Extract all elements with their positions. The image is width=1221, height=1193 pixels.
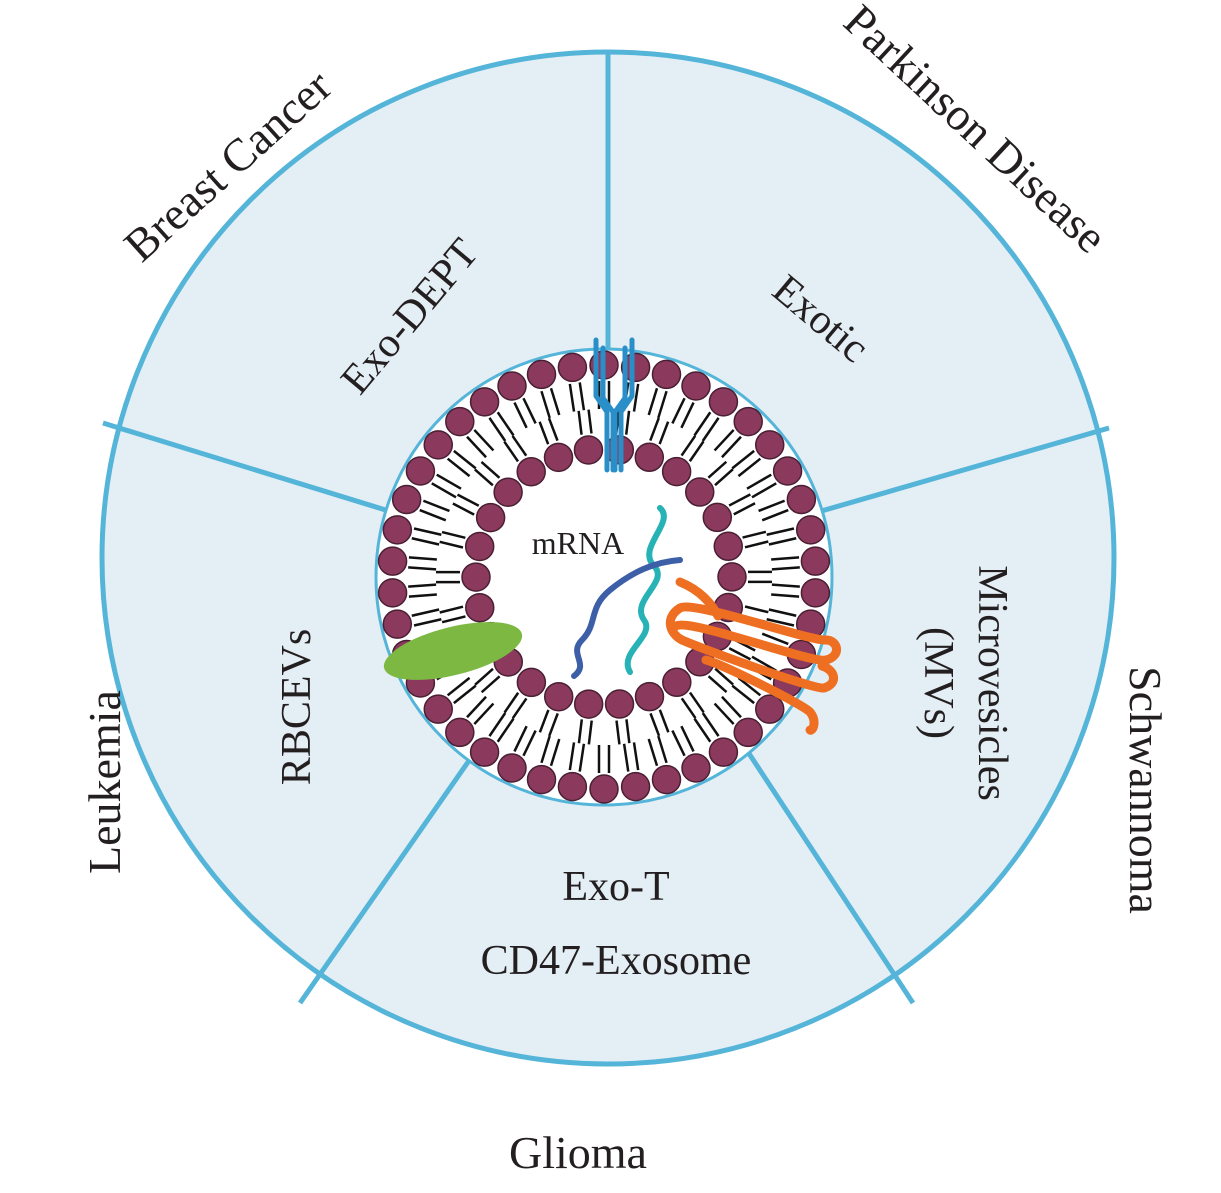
inner-lipid-head-15 (517, 668, 545, 696)
exosome-vesicle (376, 349, 832, 805)
outer-lipid-head-16 (734, 718, 762, 746)
disease-label-leukemia: Leukemia (79, 690, 130, 874)
outer-lipid-head-3 (682, 372, 710, 400)
outer-lipid-head-9 (797, 516, 825, 544)
outer-lipid-head-4 (709, 388, 737, 416)
vehicle-label-cd47-exosome: CD47-Exosome (481, 938, 752, 984)
outer-lipid-head-6 (756, 431, 784, 459)
outer-lipid-head-31 (379, 579, 407, 607)
outer-lipid-head-20 (622, 773, 650, 801)
outer-lipid-head-21 (590, 775, 618, 803)
vehicle-label-exo-t: Exo-T (562, 864, 669, 910)
outer-lipid-head-35 (406, 457, 434, 485)
inner-lipid-head-2 (663, 458, 691, 486)
inner-lipid-head-23 (517, 458, 545, 486)
outer-lipid-head-5 (734, 408, 762, 436)
outer-lipid-head-40 (528, 360, 556, 388)
inner-lipid-head-19 (462, 563, 490, 591)
outer-lipid-head-27 (424, 695, 452, 723)
outer-lipid-head-17 (709, 738, 737, 766)
disease-label-schwannoma: Schwannoma (1120, 666, 1171, 914)
inner-lipid-head-13 (575, 690, 603, 718)
outer-lipid-head-10 (801, 547, 829, 575)
vesicle-interior (376, 349, 832, 805)
outer-lipid-head-26 (446, 718, 474, 746)
outer-lipid-head-2 (652, 360, 680, 388)
inner-lipid-head-20 (466, 532, 494, 560)
vehicle-label-microvesicles-line2: (MVs) (915, 627, 961, 739)
outer-lipid-head-41 (558, 353, 586, 381)
inner-lipid-head-14 (545, 683, 573, 711)
inner-lipid-head-11 (635, 683, 663, 711)
inner-lipid-head-4 (703, 503, 731, 531)
outer-lipid-head-34 (393, 486, 421, 514)
outer-lipid-head-33 (383, 516, 411, 544)
vehicle-label-microvesicles-line1: Microvesicles (969, 565, 1015, 801)
outer-lipid-head-11 (801, 579, 829, 607)
inner-lipid-head-12 (606, 690, 634, 718)
outer-lipid-head-24 (498, 754, 526, 782)
outer-lipid-head-36 (424, 431, 452, 459)
outer-lipid-head-8 (787, 486, 815, 514)
outer-lipid-head-32 (379, 547, 407, 575)
inner-lipid-head-18 (466, 594, 494, 622)
outer-lipid-head-38 (471, 388, 499, 416)
outer-lipid-head-7 (774, 457, 802, 485)
outer-lipid-head-22 (558, 773, 586, 801)
outer-lipid-head-18 (682, 754, 710, 782)
outer-lipid-head-19 (652, 766, 680, 794)
outer-lipid-head-23 (528, 766, 556, 794)
inner-lipid-head-6 (718, 563, 746, 591)
inner-lipid-head-10 (663, 668, 691, 696)
disease-label-glioma: Glioma (509, 1127, 647, 1178)
outer-lipid-head-39 (498, 372, 526, 400)
inner-lipid-head-22 (494, 478, 522, 506)
cargo-label-mrna: mRNA (532, 525, 624, 561)
inner-lipid-head-21 (477, 504, 505, 532)
outer-lipid-head-15 (756, 695, 784, 723)
inner-lipid-head-5 (714, 532, 742, 560)
inner-lipid-head-1 (635, 443, 663, 471)
outer-lipid-head-30 (383, 610, 411, 638)
outer-lipid-head-25 (471, 738, 499, 766)
inner-lipid-head-25 (574, 436, 602, 464)
inner-lipid-head-3 (686, 478, 714, 506)
vehicle-label-rbcevs: RBCEVs (274, 629, 320, 785)
outer-lipid-head-37 (446, 408, 474, 436)
inner-lipid-head-24 (545, 443, 573, 471)
